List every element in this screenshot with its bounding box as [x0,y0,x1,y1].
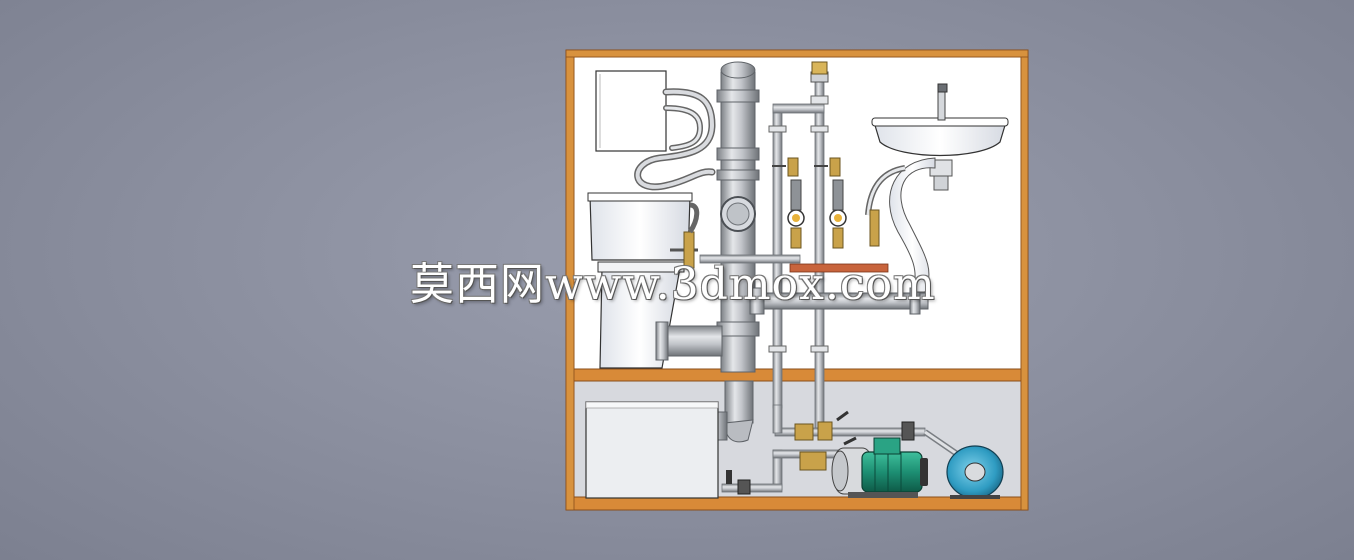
horizontal-lines [699,254,929,315]
toilet [587,192,723,369]
water-meter-icon [772,157,847,249]
storage-tank [585,401,719,499]
middle-shelf [565,368,1029,382]
watermark: 莫西网www.3dmox.com [410,259,936,310]
pressure-tank-icon [946,445,1004,499]
flexible-hoses [634,88,716,191]
frame-posts [565,49,1029,511]
lower-piping [721,404,962,495]
pump-icon [831,437,928,498]
control-box [595,70,667,152]
washbasin [865,83,1009,293]
toilet-supply-hose [687,202,700,234]
